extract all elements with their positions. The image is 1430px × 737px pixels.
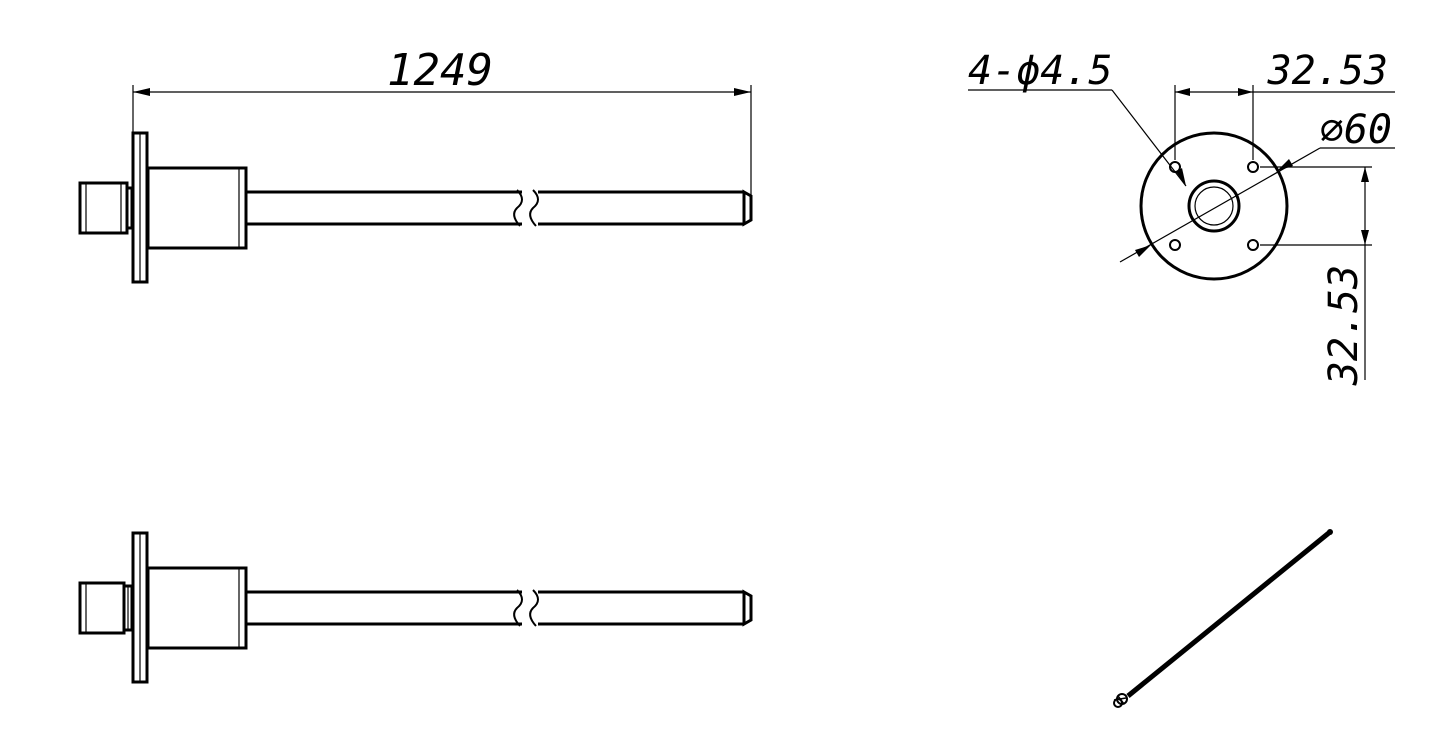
front-view: 1249: [78, 45, 753, 284]
vertical-spacing-label: 32.53: [1321, 265, 1367, 386]
body: [146, 166, 248, 250]
hole-callout-label: 4-ϕ4.5: [968, 48, 1113, 94]
body: [146, 566, 248, 650]
length-dimension: 1249: [132, 45, 752, 195]
diameter-label: ∅60: [1320, 107, 1392, 153]
side-view: 4-ϕ4.5 32.53 ∅60 32.53: [968, 48, 1395, 386]
connector: [78, 581, 134, 635]
flange-circle: [1139, 131, 1289, 281]
vertical-spacing-dimension: 32.53: [1260, 166, 1372, 386]
probe-rod: [246, 189, 753, 227]
mounting-hole: [1169, 239, 1181, 251]
mounting-hole: [1247, 161, 1259, 173]
center-bore-outer: [1187, 179, 1241, 233]
bottom-view: [78, 531, 753, 684]
diameter-dimension: ∅60: [1119, 107, 1395, 263]
hole-callout: 4-ϕ4.5: [968, 48, 1187, 187]
center-bore-inner: [1194, 186, 1234, 226]
isometric-view: [1113, 529, 1333, 708]
mounting-hole: [1247, 239, 1259, 251]
horizontal-spacing-label: 32.53: [1267, 48, 1388, 94]
horizontal-spacing-dimension: 32.53: [1174, 48, 1395, 160]
connector: [78, 181, 134, 235]
probe-rod: [246, 589, 753, 627]
length-label: 1249: [387, 45, 493, 96]
